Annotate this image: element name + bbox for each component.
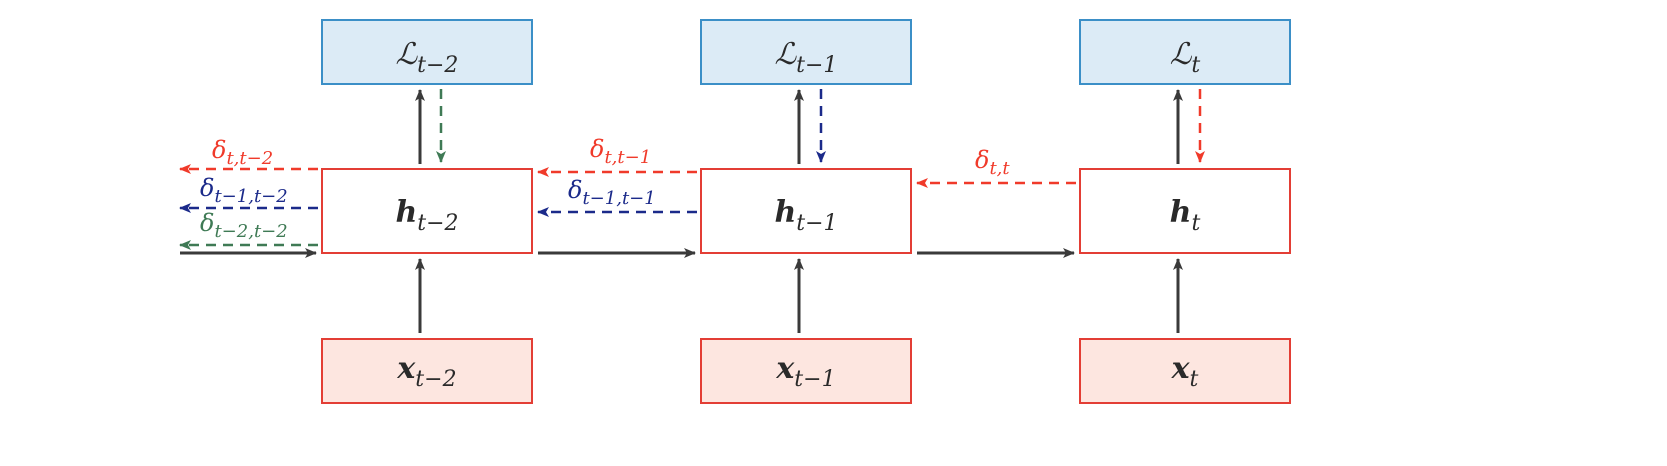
gradient-label-t-t-1: δt,t−1 (590, 135, 651, 168)
hidden-node-t-1: ht−1 (700, 168, 912, 254)
hidden-node-t: ht (1079, 168, 1291, 254)
input-node-t-1: xt−1 (700, 338, 912, 404)
svg-text:ht: ht (1170, 195, 1201, 236)
input-node-t-2: xt−2 (321, 338, 533, 404)
input-symbol: x (775, 351, 795, 386)
input-node-t: xt (1079, 338, 1291, 404)
gradient-label-t-t-2: δt,t−2 (212, 136, 273, 169)
input-subscript: t (1190, 367, 1199, 392)
svg-text:ht−2: ht−2 (395, 195, 458, 236)
loss-subscript: t−2 (417, 53, 458, 78)
loss-node-t-1: ℒt−1 (700, 19, 912, 85)
loss-subscript: t−1 (796, 53, 837, 78)
gradient-arrows (179, 89, 1205, 250)
input-subscript: t−2 (415, 367, 456, 392)
loss-symbol: ℒ (1170, 37, 1193, 72)
gradient-label-t-1-t-2: δt−1,t−2 (200, 174, 288, 207)
gradient-label-t-2-t-2: δt−2,t−2 (200, 209, 288, 242)
loss-subscript: t (1191, 53, 1200, 78)
svg-text:xt: xt (1171, 351, 1199, 392)
loss-symbol: ℒ (775, 37, 798, 72)
svg-text:ℒt−1: ℒt−1 (775, 37, 838, 78)
loss-symbol: ℒ (396, 37, 419, 72)
loss-node-t: ℒt (1079, 19, 1291, 85)
hidden-symbol: h (1170, 195, 1192, 230)
svg-text:xt−2: xt−2 (396, 351, 456, 392)
input-subscript: t−1 (794, 367, 835, 392)
input-symbol: x (396, 351, 416, 386)
forward-arrows (180, 89, 1183, 333)
hidden-subscript: t−2 (417, 211, 458, 236)
svg-text:ℒt−2: ℒt−2 (396, 37, 459, 78)
hidden-subscript: t (1191, 211, 1200, 236)
svg-text:ℒt: ℒt (1170, 37, 1201, 78)
hidden-subscript: t−1 (796, 211, 837, 236)
hidden-symbol: h (395, 195, 417, 230)
gradient-label-t-t: δt,t (975, 146, 1010, 179)
loss-node-t-2: ℒt−2 (321, 19, 533, 85)
svg-text:ht−1: ht−1 (774, 195, 837, 236)
gradient-label-t-1-t-1: δt−1,t−1 (568, 176, 656, 209)
input-symbol: x (1171, 351, 1191, 386)
svg-text:xt−1: xt−1 (775, 351, 835, 392)
hidden-node-t-2: ht−2 (321, 168, 533, 254)
hidden-symbol: h (774, 195, 796, 230)
gradient-labels: δt,t−2 δt−1,t−2 δt−2,t−2 δt,t−1 δt−1,t−1… (200, 135, 1010, 242)
